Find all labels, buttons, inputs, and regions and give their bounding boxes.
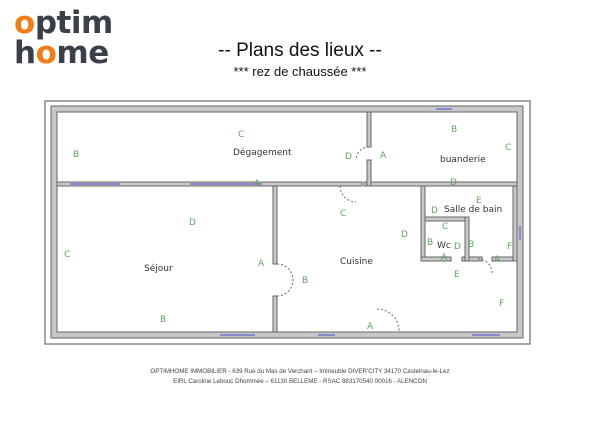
svg-text:D: D	[345, 152, 352, 162]
svg-text:A: A	[258, 259, 265, 269]
room-salle-de-bain: Salle de bain	[444, 205, 502, 215]
svg-text:A: A	[254, 179, 261, 189]
floor-subtitle: *** rez de chaussée ***	[233, 64, 367, 79]
svg-text:B: B	[73, 150, 79, 160]
room-sejour: Séjour	[144, 263, 173, 274]
svg-text:A: A	[494, 255, 501, 265]
page-title: -- Plans des lieux --	[218, 40, 382, 61]
svg-text:E: E	[454, 270, 460, 280]
optimhome-logo: optim home	[14, 5, 113, 71]
svg-text:A: A	[380, 151, 387, 161]
svg-text:D: D	[189, 218, 196, 228]
svg-text:E: E	[476, 196, 482, 206]
svg-text:C: C	[238, 130, 244, 140]
wall-labels: B C D A A B C D D E C B D A F B A C D A …	[64, 125, 512, 332]
svg-text:A: A	[367, 322, 374, 332]
svg-text:F: F	[499, 299, 504, 309]
svg-text:B: B	[468, 240, 474, 250]
svg-text:D: D	[450, 178, 457, 188]
svg-text:D: D	[454, 242, 461, 252]
svg-text:F: F	[507, 242, 512, 252]
footer-legal-info: EIRL Caroline Lebouc Dhommée – 61130 BEL…	[173, 378, 427, 385]
room-degagement: Dégagement	[233, 147, 292, 158]
logo-o: o	[14, 5, 35, 41]
svg-text:B: B	[160, 315, 166, 325]
svg-text:B: B	[427, 238, 433, 248]
svg-text:D: D	[401, 230, 408, 240]
svg-text:C: C	[442, 222, 448, 232]
svg-text:A: A	[441, 253, 448, 263]
footer-agency-address: OPTIMHOME IMMOBILIER - 639 Rue du Mas de…	[150, 368, 450, 375]
room-buanderie: buanderie	[440, 155, 486, 165]
svg-text:C: C	[340, 209, 346, 219]
svg-text:C: C	[505, 143, 511, 153]
room-wc: Wc	[437, 241, 451, 251]
svg-text:B: B	[451, 125, 457, 135]
svg-text:C: C	[64, 250, 70, 260]
svg-text:D: D	[431, 206, 438, 216]
svg-text:B: B	[302, 276, 308, 286]
room-cuisine: Cuisine	[340, 257, 373, 267]
